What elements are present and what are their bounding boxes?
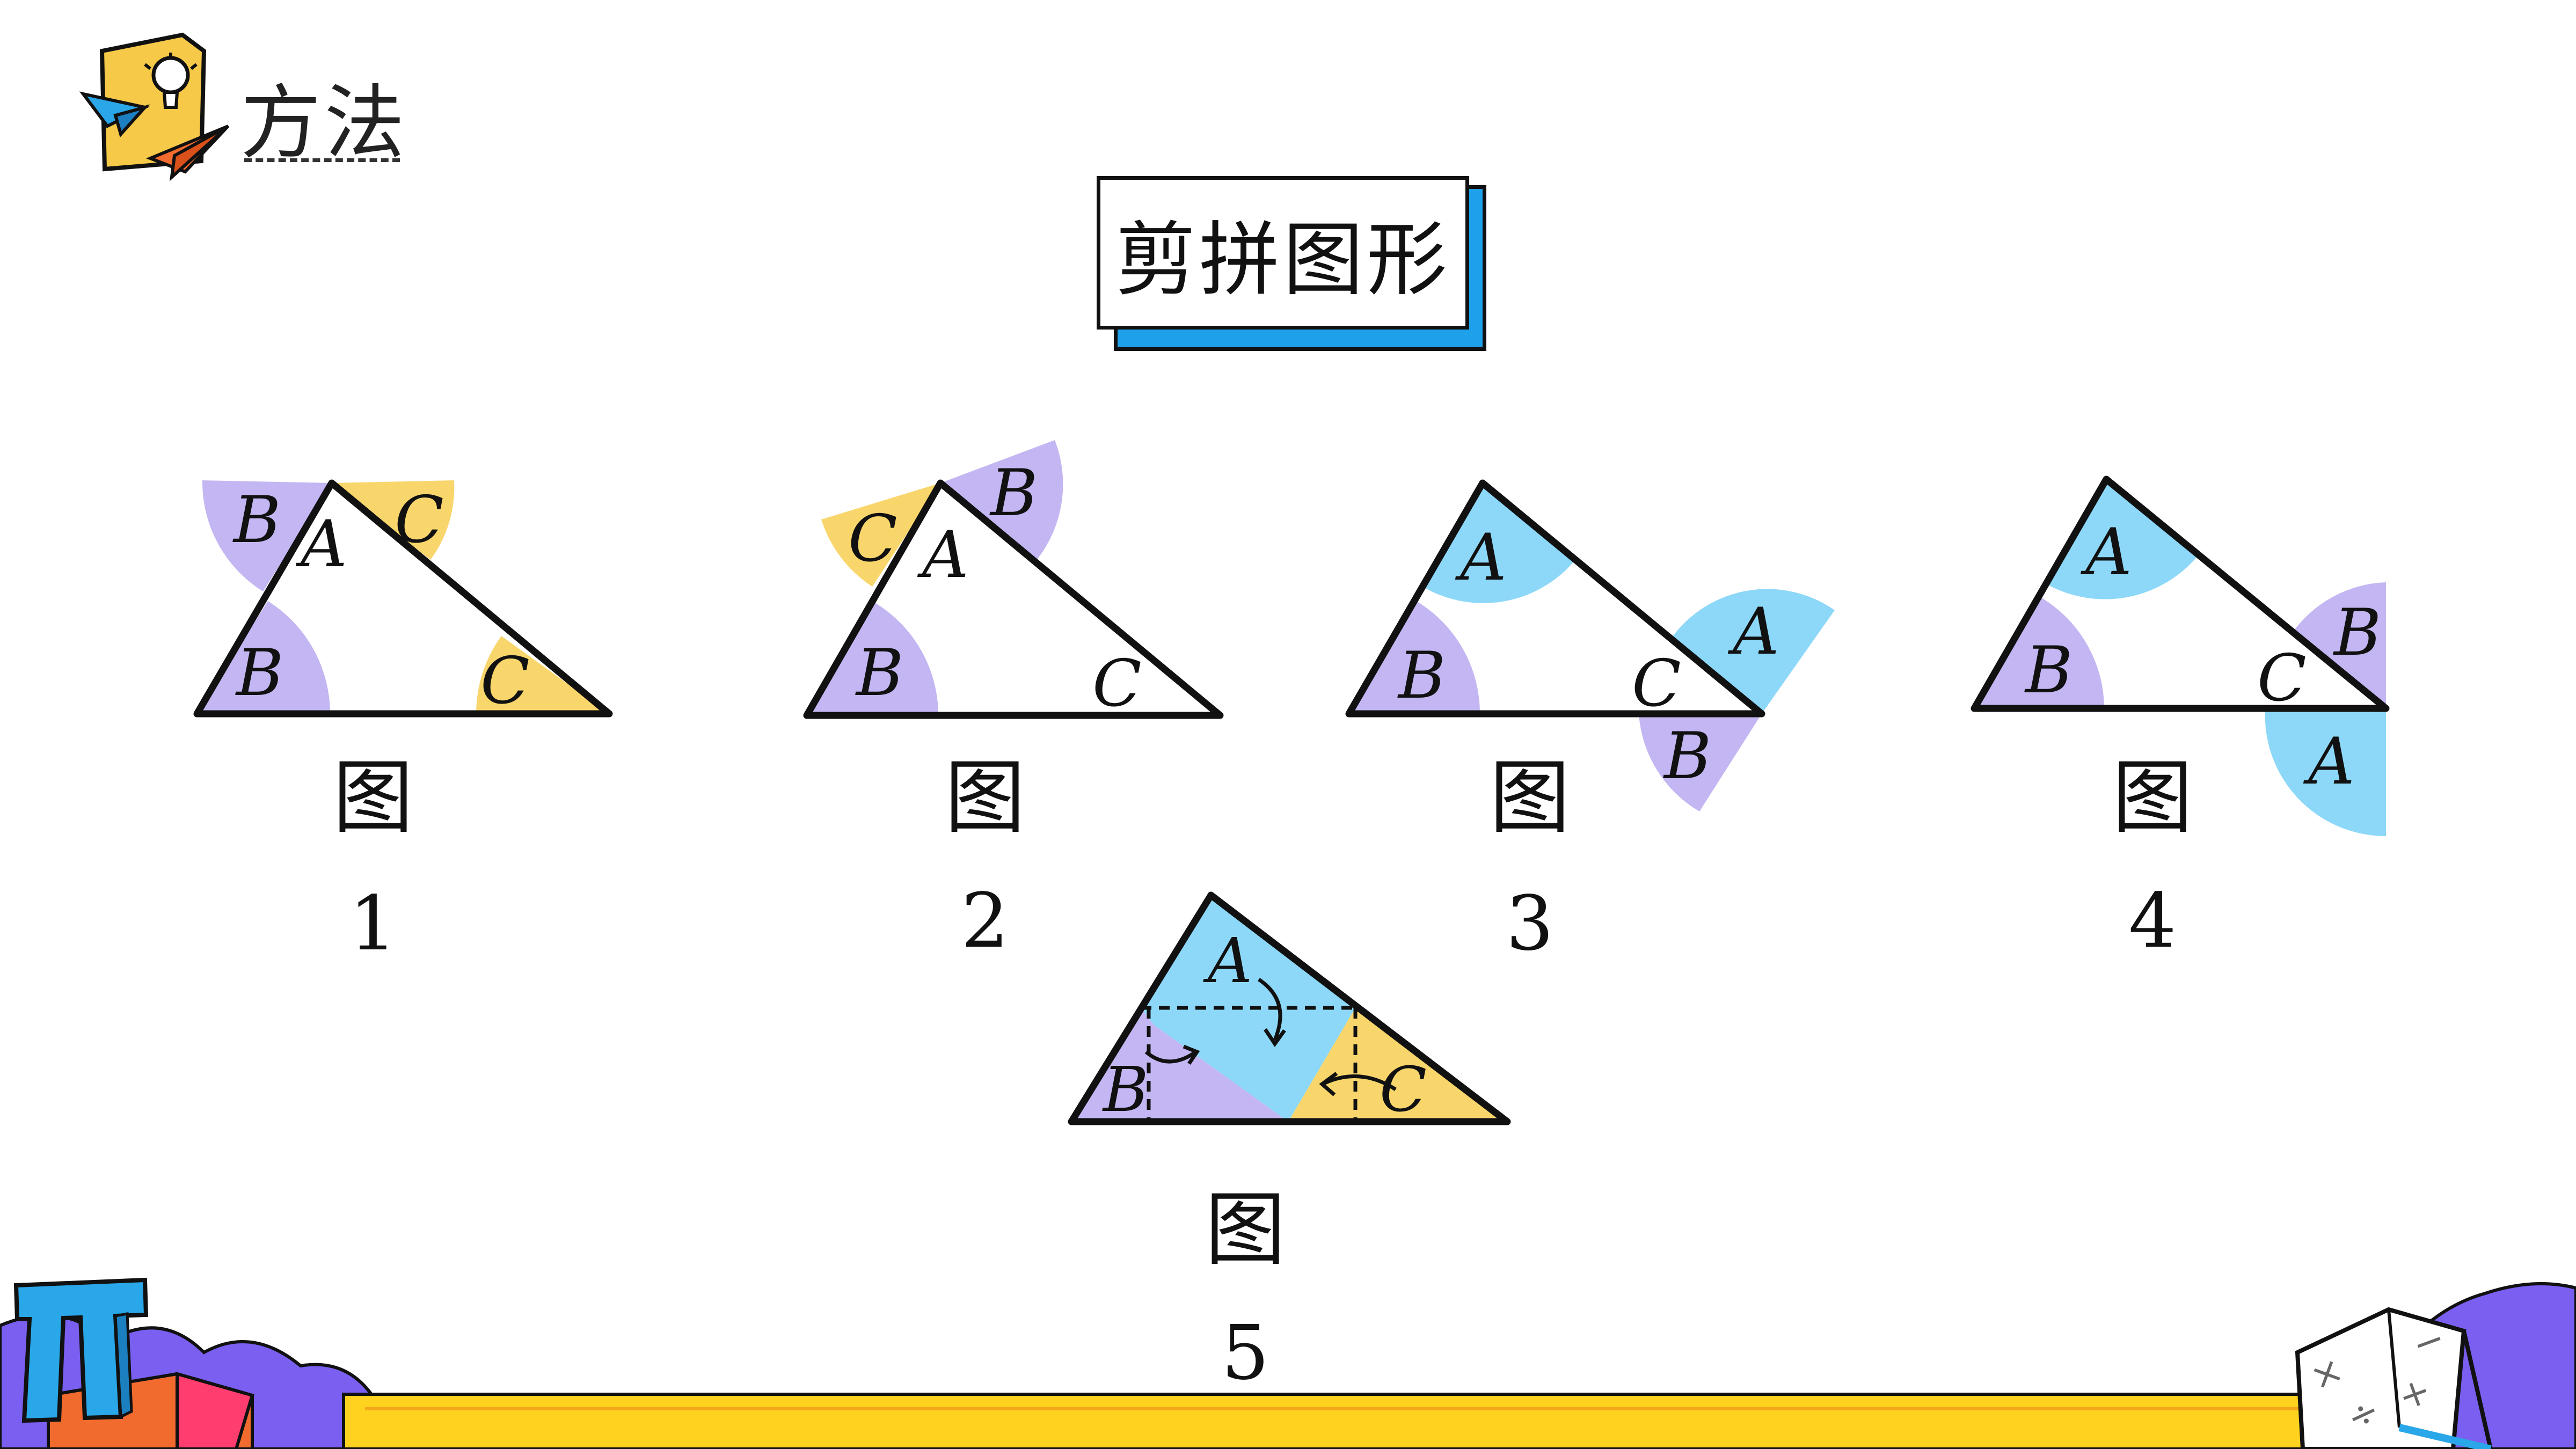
fig5-fold-arrow: [1258, 978, 1282, 1041]
fig5-fold-arrow: [1183, 1044, 1200, 1065]
fig3-label: C: [1632, 647, 1681, 721]
paper-plane-orange-icon: [145, 125, 230, 181]
fig2-moved-c-sector: [821, 483, 940, 587]
fig1-label: B: [235, 636, 283, 711]
fig2-angle-b-sector: [807, 602, 939, 715]
fig5-label: C: [1380, 1054, 1427, 1126]
figure-caption: 图: [332, 751, 413, 845]
fig1-label: B: [232, 483, 281, 558]
figure-caption: 图: [944, 751, 1025, 845]
fig2-label: C: [848, 502, 897, 576]
figure-4-diagram: A B C B A: [1971, 475, 2390, 837]
fig5-label: A: [1203, 925, 1252, 997]
figure-number: 1: [349, 880, 397, 968]
open-book-icon: × ÷ − +: [2295, 1307, 2493, 1449]
fig4-triangle: [1971, 475, 2390, 712]
fig1-label: A: [295, 507, 347, 582]
fig4-label: A: [2080, 515, 2132, 590]
fig4-label: C: [2257, 641, 2307, 716]
section-title: 方法: [240, 77, 408, 170]
lightbulb-paper-icon: [99, 32, 207, 172]
fig5-fold-arrow: [1144, 1050, 1195, 1064]
figure-5-diagram: A B C: [1068, 891, 1511, 1126]
paper-plane-icon: [79, 91, 150, 138]
fig3-moved-a-sector: [1671, 589, 1835, 714]
figure-number: 5: [1221, 1309, 1269, 1397]
fig2-triangle: [803, 479, 1224, 719]
fig3-label: B: [1397, 639, 1446, 713]
figure-caption: 图: [1205, 1183, 1286, 1277]
fig2-label: B: [855, 636, 903, 711]
fig1-moved-c-sector: [332, 480, 455, 560]
fig5-region-a-folded: [1141, 1008, 1355, 1122]
fig3-label: A: [1727, 595, 1779, 669]
title-box: 剪拼图形: [1097, 176, 1469, 330]
fig4-moved-b-sector: [2293, 582, 2386, 708]
fig3-label: B: [1663, 719, 1711, 794]
fig2-label: A: [917, 518, 969, 592]
fig2-label: C: [1092, 647, 1142, 721]
figure-number: 4: [2128, 877, 2177, 965]
section-title-underline: [244, 158, 400, 162]
fig5-fold-arrow: [1264, 1028, 1286, 1048]
fig1-angle-c-sector: [476, 636, 609, 714]
figure-number: 3: [1506, 880, 1554, 968]
fig4-angle-b-sector: [1974, 597, 2104, 708]
fig4-label: B: [2024, 633, 2073, 708]
fig5-triangle: [1068, 891, 1511, 1125]
figure-3-diagram: A B C A B: [1345, 479, 1835, 811]
fig4-label: B: [2333, 596, 2381, 670]
fig1-angle-b-sector: [197, 601, 330, 714]
fig5-label: B: [1102, 1054, 1149, 1126]
fig3-triangle: [1345, 479, 1765, 718]
fig3-moved-b-sector: [1639, 714, 1762, 811]
figure-caption: 图: [1489, 751, 1570, 845]
figure-2-diagram: A B C B C: [803, 440, 1224, 721]
fig1-moved-b-sector: [202, 480, 332, 591]
figure-caption: 图: [2112, 751, 2193, 845]
main-title: 剪拼图形: [1115, 213, 1450, 307]
fig3-label: A: [1455, 521, 1507, 595]
fig3-angle-a-sector: [1422, 483, 1575, 603]
fig5-fold-arrow: [1324, 1074, 1397, 1091]
fig2-moved-b-sector: [940, 440, 1063, 561]
yellow-band: [342, 1393, 2380, 1449]
fig5-fold-arrow: [1319, 1072, 1338, 1096]
figure-number: 2: [961, 877, 1009, 965]
pi-icon: [13, 1277, 149, 1423]
fig4-moved-a-sector: [2265, 708, 2386, 837]
fig4-label: A: [2303, 724, 2355, 799]
fig3-angle-b-sector: [1349, 600, 1480, 714]
fig5-region-c: [1288, 1008, 1507, 1122]
fig2-label: B: [989, 456, 1038, 531]
bottom-decoration: [0, 1282, 2576, 1449]
fig1-label: C: [480, 644, 530, 719]
figure-1-diagram: A B C B C: [193, 479, 613, 719]
fig1-label: C: [395, 483, 444, 558]
fig4-angle-a-sector: [2046, 479, 2198, 599]
fig1-triangle: [193, 479, 613, 718]
